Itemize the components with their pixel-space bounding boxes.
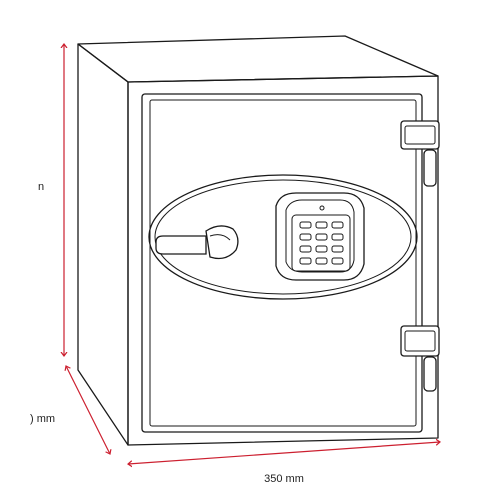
depth-label: ) mm — [30, 413, 55, 425]
height-label: n — [38, 181, 44, 193]
safe-left-face — [77, 43, 129, 446]
width-label: 350 mm — [264, 473, 304, 485]
safe-front-face — [127, 75, 439, 446]
safe-door-inner — [149, 99, 417, 427]
width-dimension-line — [128, 442, 440, 464]
lock-panel — [148, 174, 418, 300]
handle-icon — [155, 225, 239, 260]
lock-panel-inner — [154, 179, 412, 295]
safe-top-face — [77, 35, 439, 83]
keypad-icon — [275, 192, 365, 281]
hinge-icon — [400, 120, 440, 187]
hinge-icon — [400, 325, 440, 392]
safe-door — [141, 93, 423, 433]
depth-dimension-line — [66, 366, 110, 454]
keypad-keys — [299, 221, 344, 265]
